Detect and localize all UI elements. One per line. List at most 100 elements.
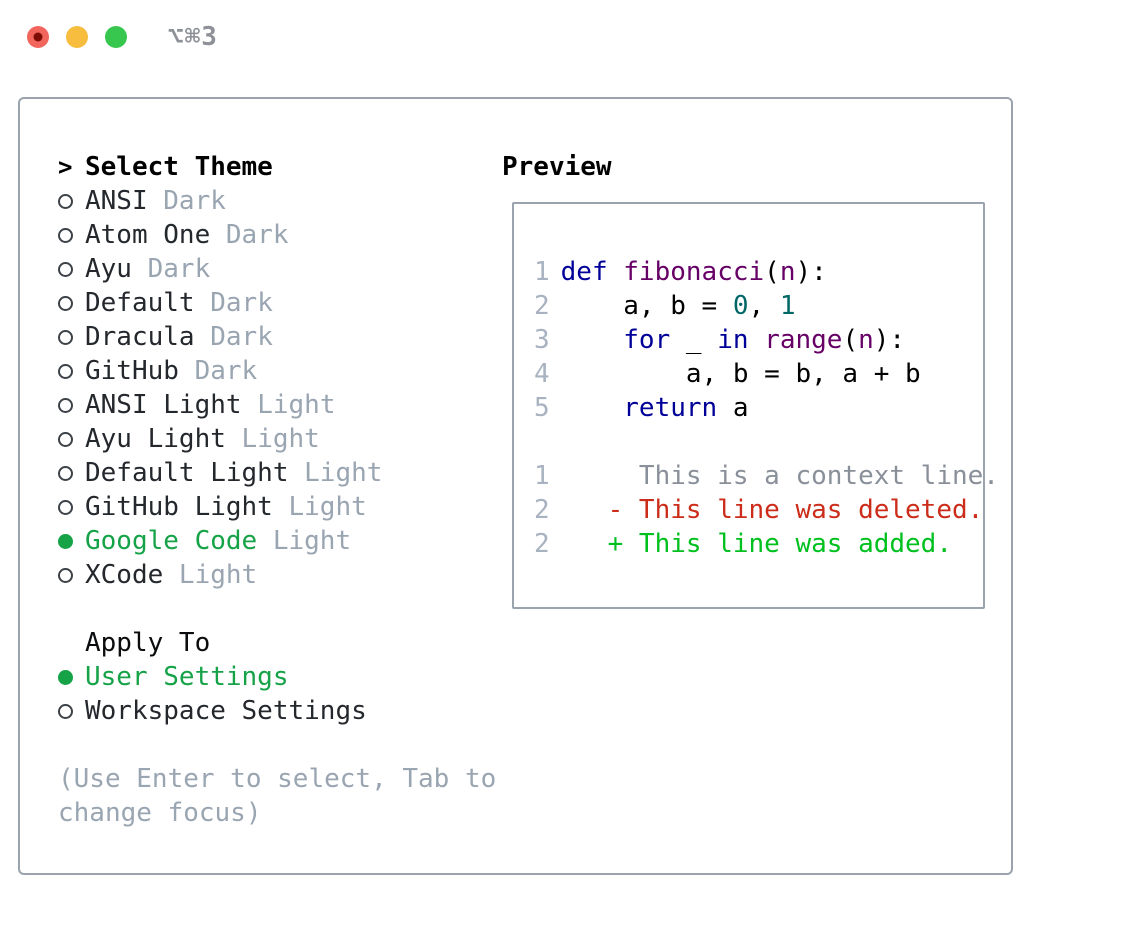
radio-selected-icon <box>58 533 73 549</box>
theme-option-google-code[interactable]: Google Code Light <box>58 524 508 558</box>
token-plain: ): <box>873 325 906 355</box>
theme-list-header: > Select Theme <box>58 150 508 184</box>
spacer <box>58 592 508 626</box>
radio-icon <box>58 363 73 379</box>
theme-option-ansi-light[interactable]: ANSI Light Light <box>58 388 508 422</box>
blank-line <box>534 425 975 459</box>
radio-icon <box>58 499 73 515</box>
diff-text: + This line was added. <box>560 529 952 559</box>
token-keyword: def <box>560 257 608 287</box>
radio-column <box>58 193 85 209</box>
code-line: 3 for _ in range(n): <box>534 323 975 357</box>
radio-icon <box>58 431 73 447</box>
theme-name: Dracula <box>85 322 195 352</box>
token-plain: , <box>748 291 780 321</box>
code-line: 5 return a <box>534 391 975 425</box>
keyboard-hint: (Use Enter to select, Tab to change focu… <box>58 764 497 828</box>
preview-title: Preview <box>502 152 612 182</box>
apply-option-user-settings[interactable]: User Settings <box>58 660 508 694</box>
radio-icon <box>58 703 73 719</box>
theme-option-default-light[interactable]: Default Light Light <box>58 456 508 490</box>
token-function: n <box>779 257 796 287</box>
selection-cursor-icon: > <box>58 153 73 181</box>
code-text: a, b = b, a + b <box>561 359 921 389</box>
radio-column <box>58 567 85 583</box>
token-plain: a, b = <box>560 291 733 321</box>
radio-icon <box>58 227 73 243</box>
minimize-button[interactable] <box>66 26 88 48</box>
diff-line-deleted: 2 - This line was deleted. <box>534 493 983 527</box>
radio-column <box>58 533 85 549</box>
theme-variant: Light <box>241 390 336 420</box>
radio-column <box>58 227 85 243</box>
spacer <box>58 728 508 762</box>
theme-name: Google Code <box>85 526 258 556</box>
theme-option-ayu[interactable]: Ayu Dark <box>58 252 508 286</box>
token-function: n <box>858 325 874 355</box>
token-plain <box>749 325 765 355</box>
line-number: 3 <box>534 325 550 355</box>
apply-option-label: Workspace Settings <box>85 696 367 726</box>
theme-name: XCode <box>85 560 164 590</box>
radio-icon <box>58 193 73 209</box>
line-number: 1 <box>534 461 550 491</box>
close-button[interactable] <box>27 26 49 48</box>
token-literal: 1 <box>779 291 796 321</box>
theme-option-ayu-light[interactable]: Ayu Light Light <box>58 422 508 456</box>
theme-option-github-light[interactable]: GitHub Light Light <box>58 490 508 524</box>
token-plain: _ <box>670 325 718 355</box>
theme-variant: Dark <box>210 220 289 250</box>
window-title: ⌥⌘3 <box>168 22 218 52</box>
apply-option-workspace-settings[interactable]: Workspace Settings <box>58 694 508 728</box>
line-number: 2 <box>534 495 550 525</box>
code-text: a, b = 0, 1 <box>560 291 796 321</box>
theme-variant: Dark <box>194 288 273 318</box>
code-text: return a <box>561 393 748 423</box>
zoom-button[interactable] <box>105 26 127 48</box>
theme-name: Ayu Light <box>85 424 226 454</box>
radio-column <box>58 295 85 311</box>
radio-column <box>58 431 85 447</box>
theme-option-ansi[interactable]: ANSI Dark <box>58 184 508 218</box>
theme-variant: Dark <box>147 186 226 216</box>
theme-variant: Light <box>288 458 383 488</box>
radio-column <box>58 329 85 345</box>
apply-to-title: Apply To <box>85 628 211 658</box>
token-keyword: in <box>717 325 749 355</box>
line-number: 2 <box>534 529 550 559</box>
code-line: 4 a, b = b, a + b <box>534 357 975 391</box>
theme-name: Default Light <box>85 458 289 488</box>
theme-variant: Light <box>257 526 352 556</box>
theme-option-default[interactable]: Default Dark <box>58 286 508 320</box>
theme-option-xcode[interactable]: XCode Light <box>58 558 508 592</box>
theme-variant: Light <box>163 560 258 590</box>
diff-preview: 1 This is a context line.2 - This line w… <box>534 459 999 561</box>
theme-option-dracula[interactable]: Dracula Dark <box>58 320 508 354</box>
line-number: 4 <box>534 359 550 389</box>
line-number: 1 <box>534 257 550 287</box>
token-function: range <box>764 325 843 355</box>
apply-option-label: User Settings <box>85 662 289 692</box>
code-text: for _ in range(n): <box>561 325 905 355</box>
token-plain: a, b = b, a + b <box>560 359 921 389</box>
token-plain <box>561 393 624 423</box>
diff-text: - This line was deleted. <box>560 495 984 525</box>
theme-name: ANSI Light <box>85 390 242 420</box>
radio-column <box>58 363 85 379</box>
radio-icon <box>58 465 73 481</box>
token-keyword: return <box>623 393 718 423</box>
theme-variant: Dark <box>194 322 273 352</box>
line-number: 5 <box>534 393 550 423</box>
theme-option-github[interactable]: GitHub Dark <box>58 354 508 388</box>
theme-option-atom-one[interactable]: Atom One Dark <box>58 218 508 252</box>
radio-column <box>58 465 85 481</box>
theme-name: Atom One <box>85 220 211 250</box>
token-plain <box>561 325 624 355</box>
close-dot-icon <box>33 32 43 42</box>
